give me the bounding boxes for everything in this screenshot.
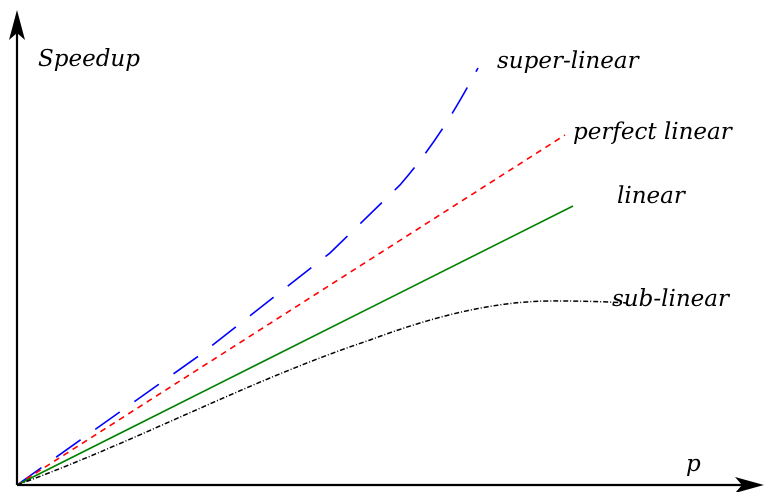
perfect-linear-curve <box>16 134 566 486</box>
axes <box>9 10 764 492</box>
perfect-linear-label: perfect linear <box>573 119 734 145</box>
x-axis-arrowhead <box>735 477 764 492</box>
super-linear-curve <box>16 67 479 486</box>
y-axis-label: Speedup <box>38 46 140 72</box>
linear-curve <box>16 205 574 486</box>
y-axis-arrowhead <box>9 10 25 40</box>
sub-linear-curve <box>16 300 628 486</box>
sub-linear-label: sub-linear <box>612 286 731 312</box>
linear-label: linear <box>617 183 687 209</box>
super-linear-label: super-linear <box>497 48 641 74</box>
labels: Speedup p super-linear perfect linear li… <box>38 46 734 477</box>
x-axis-label: p <box>686 451 701 477</box>
curves <box>16 67 628 486</box>
